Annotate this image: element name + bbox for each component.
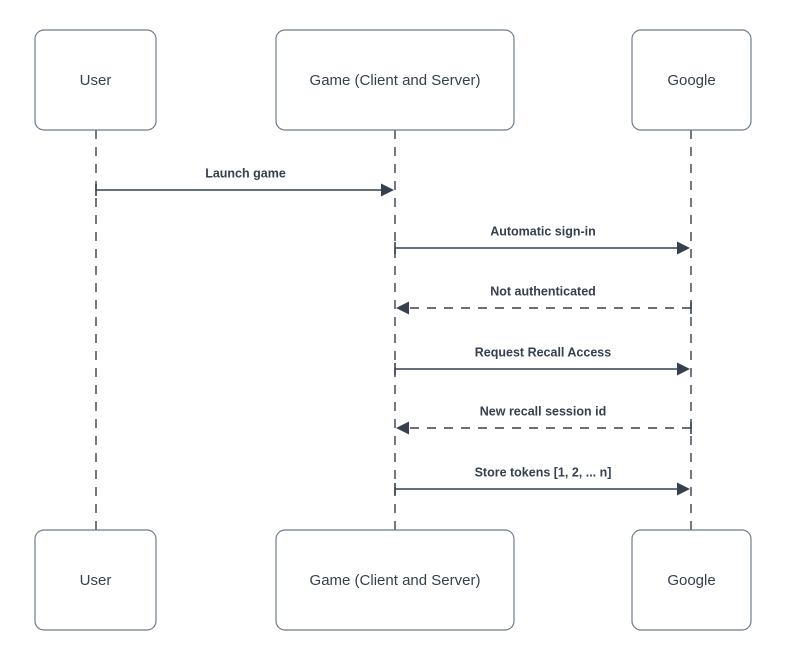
message-arrowhead-2: [396, 301, 409, 315]
message-1: Automatic sign-in: [394, 224, 690, 255]
participant-label-google-bottom: Google: [667, 572, 715, 589]
message-label-0: Launch game: [205, 166, 286, 180]
participant-google-top[interactable]: Google: [631, 29, 752, 131]
participant-box-google-bottom[interactable]: [631, 529, 752, 631]
message-0: Launch game: [95, 166, 394, 197]
participant-box-game-bottom[interactable]: [275, 529, 515, 631]
message-5: Store tokens [1, 2, ... n]: [394, 465, 690, 496]
participant-label-user-bottom: User: [80, 572, 112, 589]
message-label-2: Not authenticated: [490, 284, 596, 298]
participant-box-game-top[interactable]: [275, 29, 515, 131]
message-label-4: New recall session id: [480, 404, 606, 418]
message-label-1: Automatic sign-in: [490, 224, 596, 238]
message-2: Not authenticated: [396, 284, 692, 315]
message-arrowhead-1: [677, 241, 690, 255]
participant-box-user-top[interactable]: [34, 29, 157, 131]
message-arrowhead-4: [396, 421, 409, 435]
participant-label-game-bottom: Game (Client and Server): [310, 572, 481, 589]
message-arrowhead-3: [677, 362, 690, 376]
message-arrowhead-5: [677, 482, 690, 496]
participant-user-bottom[interactable]: User: [34, 529, 157, 631]
participant-label-google-top: Google: [667, 72, 715, 89]
participant-box-google-top[interactable]: [631, 29, 752, 131]
participant-box-user-bottom[interactable]: [34, 529, 157, 631]
message-3: Request Recall Access: [394, 345, 690, 376]
message-4: New recall session id: [396, 404, 692, 435]
participant-google-bottom[interactable]: Google: [631, 529, 752, 631]
message-label-5: Store tokens [1, 2, ... n]: [475, 465, 612, 479]
participant-game-bottom[interactable]: Game (Client and Server): [275, 529, 515, 631]
participant-label-game-top: Game (Client and Server): [310, 72, 481, 89]
message-label-3: Request Recall Access: [475, 345, 611, 359]
participant-user-top[interactable]: User: [34, 29, 157, 131]
participant-label-user-top: User: [80, 72, 112, 89]
participant-game-top[interactable]: Game (Client and Server): [275, 29, 515, 131]
message-arrowhead-0: [381, 183, 394, 197]
